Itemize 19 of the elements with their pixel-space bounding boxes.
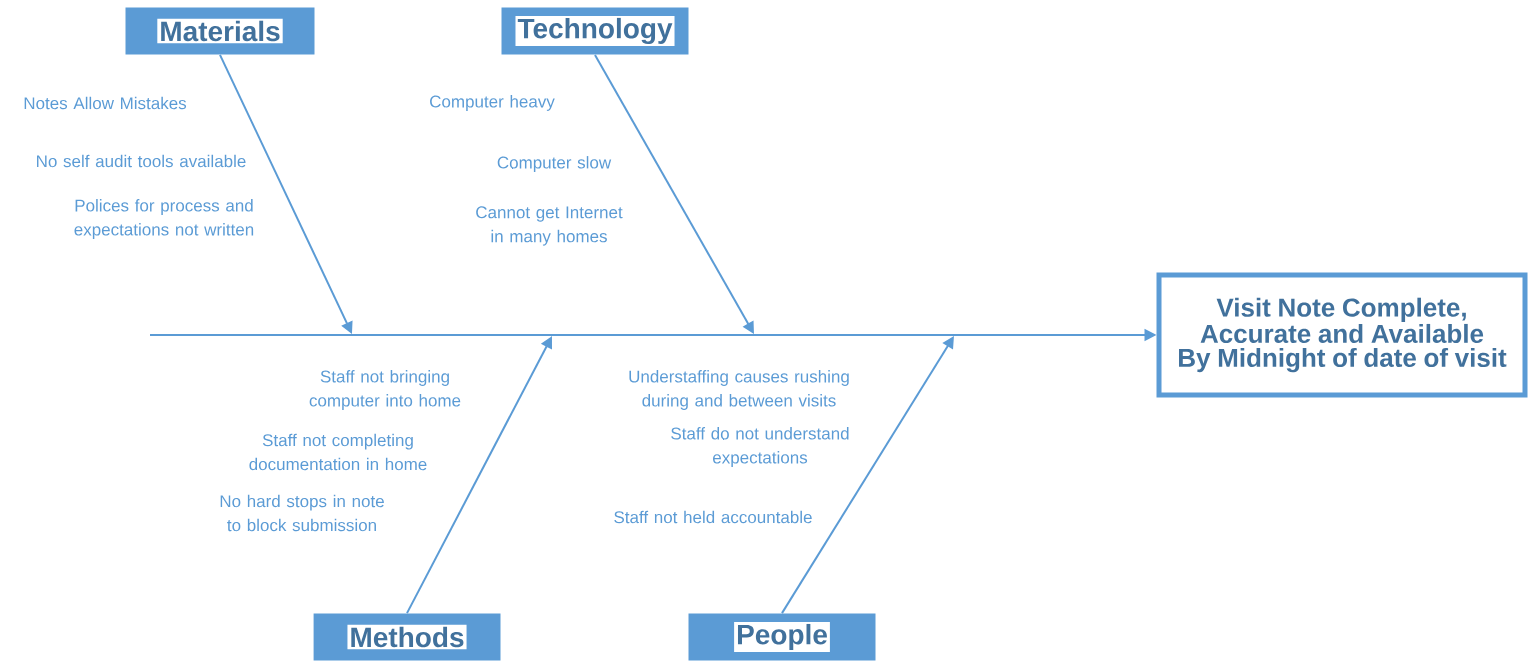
cause-label: Computer slow xyxy=(497,156,612,172)
cause-label: Polices for process and expectations not written xyxy=(74,199,254,239)
cause-label: Staff not held accountable xyxy=(614,510,812,524)
cause-label: Staff not completing documentation in home xyxy=(249,433,427,471)
category-box: People xyxy=(688,613,876,661)
cause-label: No hard stops in note to block submission xyxy=(220,494,384,532)
cause-label: Computer heavy xyxy=(430,95,555,111)
cause-label: No self audit tools available xyxy=(37,154,246,168)
category-box: Materials xyxy=(125,7,315,55)
bone-arrow xyxy=(781,336,954,615)
cause-label: Staff not bringing computer into home xyxy=(309,370,461,410)
cause-label: Staff do not understand expectations xyxy=(671,427,849,467)
category-box: Methods xyxy=(313,613,501,661)
cause-label: Understaffing causes rushing during and between visits xyxy=(629,370,849,410)
cause-label: Notes Allow Mistakes xyxy=(24,96,187,110)
cause-label: Cannot get Internet in many homes xyxy=(476,206,623,246)
bone-arrow xyxy=(594,53,754,334)
effect-box: Visit Note Complete, Accurate and Available By Midnight of date of visit xyxy=(1156,272,1528,398)
category-box: Technology xyxy=(501,7,689,55)
